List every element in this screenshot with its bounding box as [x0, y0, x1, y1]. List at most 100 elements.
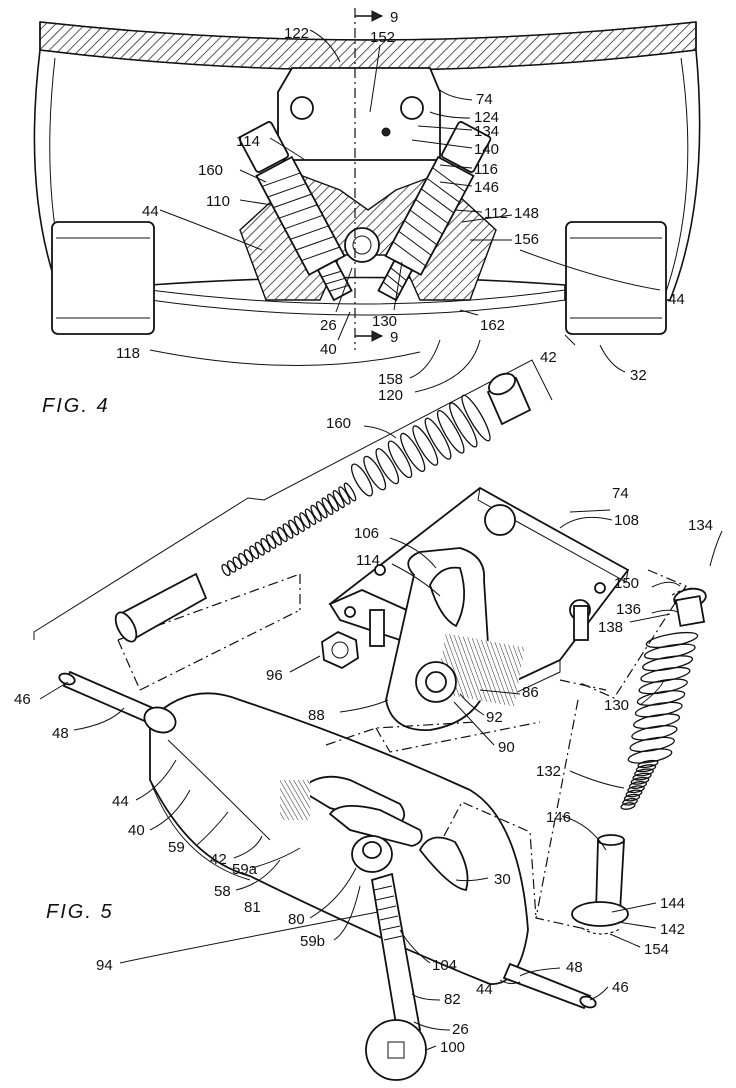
fig4-label-120: 120	[378, 387, 403, 404]
spring-coil-turn	[343, 482, 357, 502]
spring-coil-turn	[400, 432, 426, 472]
fig4-label-158: 158	[378, 371, 403, 388]
fig4-label-152: 152	[370, 29, 395, 46]
fig5-label-130: 130	[604, 697, 629, 714]
fig5-dashdot-guides	[325, 679, 607, 919]
fig5-label-100: 100	[440, 1039, 465, 1056]
fig5-leaders	[39, 425, 723, 1051]
retainer-136	[673, 587, 707, 627]
fig5-label-146: 146	[546, 809, 571, 826]
spring-coil-turn	[249, 545, 260, 560]
fig5-label-160: 160	[326, 415, 351, 432]
fig5-label-138: 138	[598, 619, 623, 636]
fig4-label-146: 146	[474, 179, 499, 196]
spring-coil-turn	[350, 463, 374, 497]
fig5-label-46-right: 46	[612, 979, 629, 996]
fig4-label-160: 160	[198, 162, 223, 179]
fig5-label-82: 82	[444, 991, 461, 1008]
fig5-label-92: 92	[486, 709, 503, 726]
fig4-label-162: 162	[480, 317, 505, 334]
fig4-label-26: 26	[320, 317, 337, 334]
fig5-label-114: 114	[356, 552, 380, 569]
hanger-arm	[149, 692, 529, 985]
spring-coil-turn	[315, 501, 328, 519]
fig5-caption: FIG. 5	[46, 901, 114, 923]
fig4-label-42: 42	[540, 349, 557, 366]
fig4-label-122: 122	[284, 25, 309, 42]
spring-coil-turn	[310, 504, 323, 522]
fig5-label-48-left: 48	[52, 725, 69, 742]
left-wheel	[51, 221, 155, 335]
base-plate	[277, 67, 441, 161]
fig5-label-86: 86	[522, 684, 539, 701]
right-wheel	[565, 221, 667, 335]
fig5-label-104: 104	[432, 957, 457, 974]
spring-retainer-cup-left	[114, 572, 208, 643]
spring-coil-turn	[640, 666, 691, 683]
spring-coil-turn	[645, 631, 699, 649]
fig4-label-134: 134	[474, 123, 499, 140]
spring-coil-turn	[642, 655, 694, 672]
spring-retainer-cup-right	[486, 372, 532, 426]
fig5-label-106: 106	[354, 525, 379, 542]
figure-5: 160 74 108 134 106 114 150 136 138 96 86…	[14, 359, 723, 1081]
fig4-label-148: 148	[514, 205, 539, 222]
fig5-label-46-left: 46	[14, 691, 31, 708]
spring-coil-turn	[260, 538, 271, 553]
spring-coil-turn	[638, 678, 688, 695]
spring-coil-turn	[375, 448, 400, 485]
spring-coil-turn	[238, 552, 248, 566]
coil-spring-130	[620, 631, 699, 810]
spring-coil-turn	[620, 802, 636, 810]
spring-coil-turn	[630, 776, 650, 785]
spring-coil-turn	[299, 512, 311, 529]
fig5-label-108: 108	[614, 512, 639, 529]
left-spring-assembly	[238, 121, 353, 302]
spring-coil-turn	[226, 560, 237, 573]
spring-coil-turn	[321, 497, 334, 516]
figure-4: 9 9	[33, 8, 701, 417]
spring-coil-turn	[634, 768, 654, 777]
spring-coil-turn	[243, 549, 254, 563]
spring-coil-turn	[332, 490, 345, 509]
spring-coil-turn	[254, 541, 265, 556]
axle-left	[58, 670, 177, 734]
spring-coil-turn	[634, 701, 683, 718]
fig5-label-42: 42	[210, 851, 227, 868]
fig5-label-144: 144	[660, 895, 685, 912]
fig5-label-30: 30	[494, 871, 511, 888]
spring-coil-turn	[449, 402, 478, 448]
fig4-label-116: 116	[474, 161, 498, 178]
fig4-label-114: 114	[236, 133, 260, 150]
fig5-label-136: 136	[616, 601, 641, 618]
fig5-label-74: 74	[612, 485, 629, 502]
fig4-label-44-left: 44	[142, 203, 159, 220]
kingpin-bolt	[365, 872, 427, 1081]
exploded-spring-bracket	[33, 359, 553, 691]
spring-coil-turn	[636, 690, 686, 706]
spring-coil-turn	[632, 772, 652, 781]
fig5-label-88: 88	[308, 707, 325, 724]
spring-coil-turn	[625, 789, 643, 798]
fig4-label-156: 156	[514, 231, 539, 248]
spring-coil-turn	[627, 785, 645, 794]
spring-coil-turn	[637, 759, 659, 769]
spring-coil-turn	[633, 713, 681, 730]
right-spring-bracket	[535, 569, 701, 935]
fig5-label-59b: 59b	[300, 933, 325, 950]
hex-nut-96	[321, 630, 359, 670]
section-mark-top: 9	[390, 9, 398, 26]
fig4-label-110: 110	[206, 193, 230, 210]
spring-coil-turn	[629, 736, 675, 753]
spring-coil-turn	[412, 425, 439, 466]
spring-coil-turn	[424, 417, 452, 460]
coil-spring-160	[221, 394, 491, 577]
fig5-label-44-left: 44	[112, 793, 129, 810]
spring-coil-turn	[631, 725, 678, 741]
spring-coil-turn	[436, 409, 465, 454]
fig5-label-80: 80	[288, 911, 305, 928]
fig5-label-96: 96	[266, 667, 283, 684]
fig5-label-94: 94	[96, 957, 113, 974]
spring-coil-turn	[461, 394, 491, 442]
fig4-label-74: 74	[476, 91, 493, 108]
